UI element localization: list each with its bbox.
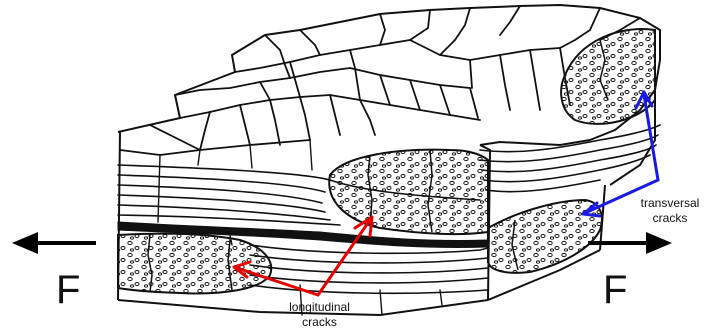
force-label-left: F: [56, 270, 80, 310]
longitudinal-line-2: cracks: [272, 315, 367, 330]
force-label-right: F: [603, 270, 627, 310]
transversal-line-1: transversal: [630, 196, 710, 211]
boudin-central: [329, 150, 488, 234]
force-arrow-left: [12, 232, 96, 254]
transversal-cracks-label: transversal cracks: [630, 196, 710, 226]
boudin-upper-right: [561, 29, 655, 124]
longitudinal-line-1: longitudinal: [272, 300, 367, 315]
transversal-line-2: cracks: [630, 211, 710, 226]
longitudinal-cracks-label: longitudinal cracks: [272, 300, 367, 330]
